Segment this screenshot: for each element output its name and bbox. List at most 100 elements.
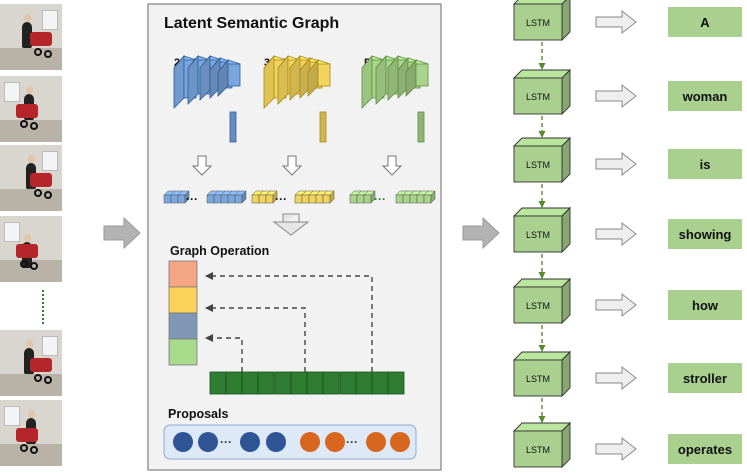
cnn-block-1 (173, 54, 241, 143)
proposal-node-7 (366, 432, 386, 452)
proposal-node-2 (198, 432, 218, 452)
output-arrow-1 (595, 9, 637, 35)
lstm-label-7: LSTM (526, 445, 550, 455)
input-arrow (103, 216, 141, 250)
proposal-node-1 (173, 432, 193, 452)
graph-cell-3 (168, 312, 198, 340)
graph-node-6 (290, 371, 308, 395)
graph-node-5 (274, 371, 292, 395)
video-frame-1 (0, 4, 62, 70)
lstm-cell-2 (513, 77, 563, 115)
output-arrow-6 (595, 365, 637, 391)
dashed-link-3 (205, 334, 243, 372)
proposal-node-3 (240, 432, 260, 452)
output-arrow-4 (595, 221, 637, 247)
lstm-cell-7 (513, 430, 563, 468)
graph-node-11 (371, 371, 389, 395)
feature-ellipsis-2: ··· (275, 192, 287, 206)
graph-cell-1 (168, 260, 198, 288)
lstm-row-7: LSTM operates (512, 421, 742, 469)
word-3: is (700, 157, 711, 172)
feature-down-arrow-3 (381, 155, 403, 176)
lstm-cell-3 (513, 145, 563, 183)
output-arrow-2 (595, 83, 637, 109)
lstm-row-1: LSTM A (512, 0, 742, 42)
graph-dashed-links (205, 272, 373, 372)
video-frame-6 (0, 400, 62, 466)
lstm-label-6: LSTM (526, 374, 550, 384)
lstm-cell-5 (513, 286, 563, 324)
graph-cell-2 (168, 286, 198, 314)
lstm-row-2: LSTM woman (512, 68, 742, 116)
decoder-arrow (462, 216, 500, 250)
word-box-1 (668, 7, 742, 37)
feature-down-arrow-1 (191, 155, 213, 176)
word-7: operates (678, 442, 732, 457)
lstm-row-6: LSTM stroller (512, 350, 742, 398)
cnn-block-3 (361, 54, 429, 143)
graph-node-12 (387, 371, 405, 395)
word-2: woman (682, 89, 728, 104)
lstm-row-3: LSTM is (512, 136, 742, 184)
word-box-4 (668, 219, 742, 249)
lstm-label-5: LSTM (526, 301, 550, 311)
cnn-block-2 (263, 54, 331, 143)
graph-node-7 (306, 371, 324, 395)
word-box-7 (668, 434, 742, 464)
graph-node-9 (339, 371, 357, 395)
vector-3d-b (294, 190, 335, 204)
dashed-link-1 (205, 272, 373, 372)
proposal-ellipsis-1: ··· (220, 435, 232, 449)
proposals-label: Proposals (168, 407, 228, 421)
proposal-node-8 (390, 432, 410, 452)
vector-rcnn-b (395, 190, 436, 204)
lstm-cell-6 (513, 359, 563, 397)
video-frame-3 (0, 145, 62, 211)
feature-ellipsis-1: ··· (186, 192, 198, 206)
word-box-5 (668, 290, 742, 320)
output-arrow-7 (595, 436, 637, 462)
graph-node-1 (209, 371, 227, 395)
graph-node-4 (257, 371, 275, 395)
word-5: how (692, 298, 719, 313)
video-frame-5 (0, 330, 62, 396)
word-4: showing (679, 227, 732, 242)
lstm-row-5: LSTM how (512, 277, 742, 325)
output-arrow-5 (595, 292, 637, 318)
graph-down-arrow (272, 213, 310, 236)
vector-2d-b (206, 190, 247, 204)
word-box-2 (668, 81, 742, 111)
video-frame-2 (0, 76, 62, 142)
feature-ellipsis-3: ··· (374, 192, 386, 206)
vector-3d-a (251, 190, 278, 204)
graph-operation-label: Graph Operation (170, 244, 269, 258)
proposal-ellipsis-2: ··· (346, 435, 358, 449)
graph-node-10 (355, 371, 373, 395)
lstm-label-2: LSTM (526, 92, 550, 102)
word-1: A (700, 15, 710, 30)
lstm-label-3: LSTM (526, 160, 550, 170)
lstm-label-4: LSTM (526, 230, 550, 240)
frames-ellipsis (42, 290, 44, 324)
graph-node-2 (225, 371, 243, 395)
lstm-cell-4 (513, 215, 563, 253)
panel-title: Latent Semantic Graph (164, 15, 339, 32)
proposal-node-6 (325, 432, 345, 452)
vector-rcnn-a (349, 190, 376, 204)
dashed-link-2 (205, 304, 306, 372)
proposal-node-5 (300, 432, 320, 452)
word-box-6 (668, 363, 742, 393)
output-arrow-3 (595, 151, 637, 177)
word-box-3 (668, 149, 742, 179)
video-frame-4 (0, 216, 62, 282)
lstm-row-4: LSTM showing (512, 206, 742, 254)
vector-2d-a (163, 190, 190, 204)
feature-down-arrow-2 (281, 155, 303, 176)
lstm-label-1: LSTM (526, 18, 550, 28)
proposal-node-4 (266, 432, 286, 452)
word-6: stroller (683, 371, 727, 386)
graph-cell-4 (168, 338, 198, 366)
graph-node-3 (241, 371, 259, 395)
proposals-box (163, 424, 417, 460)
